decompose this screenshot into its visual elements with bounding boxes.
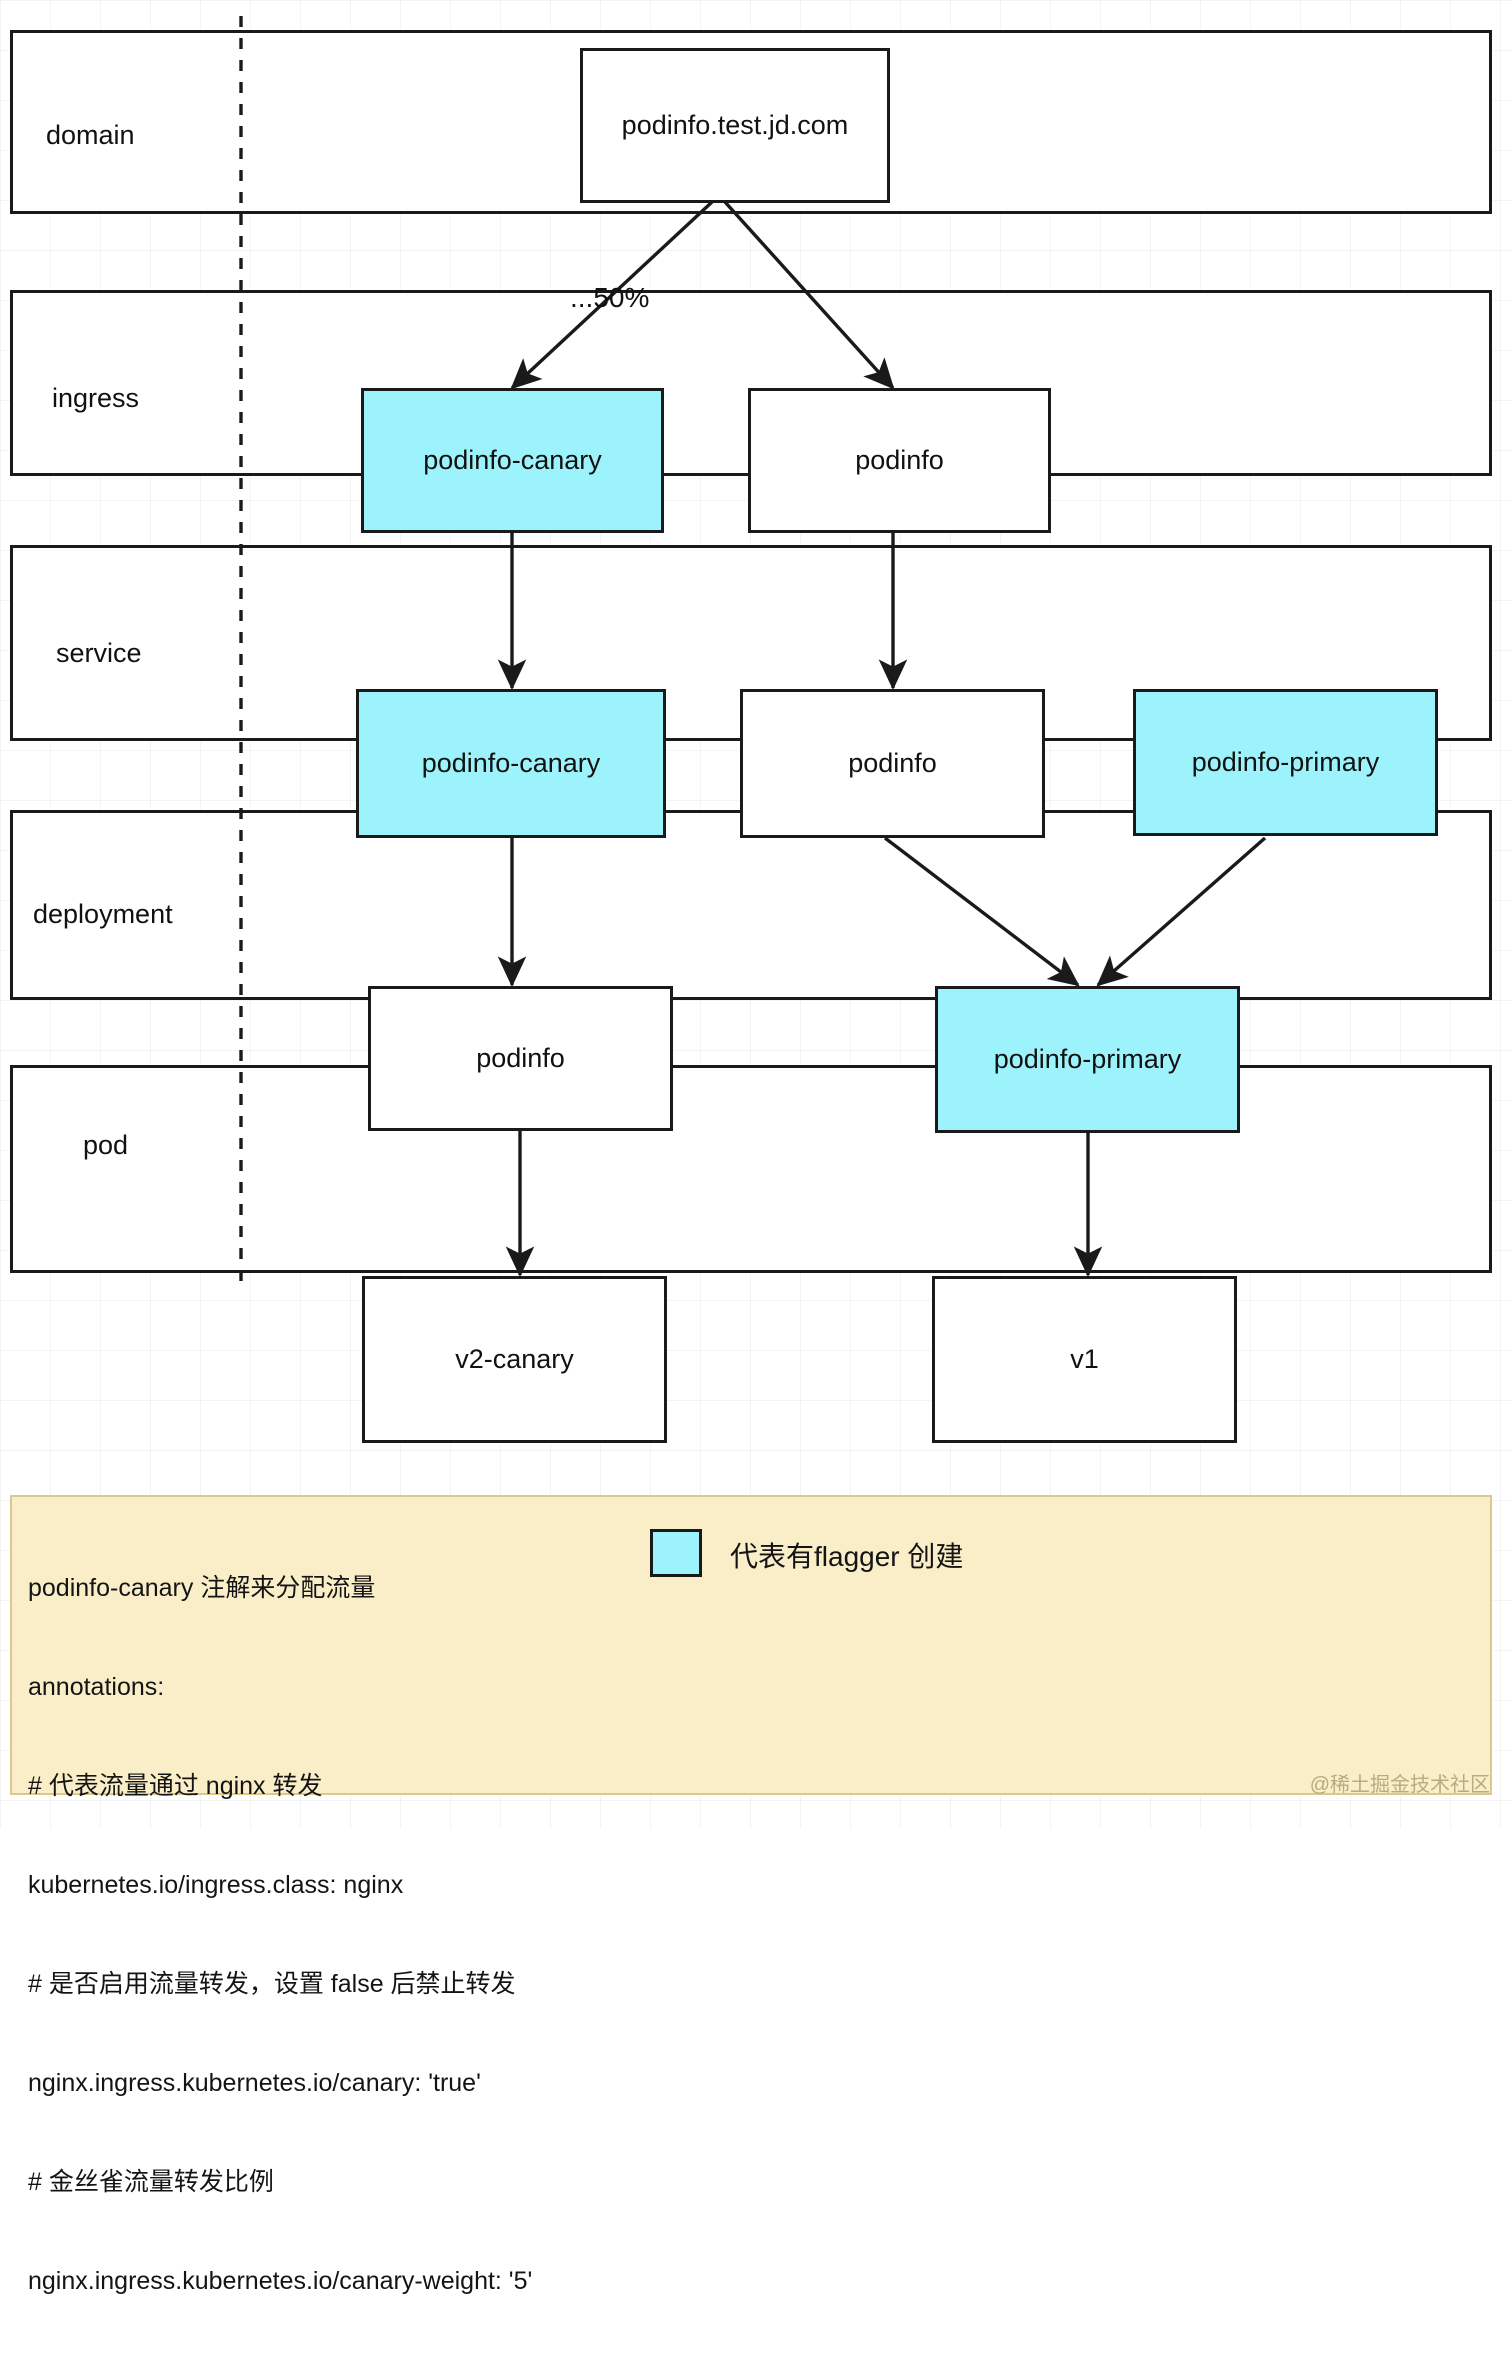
legend-label-flagger-created: 代表有flagger 创建	[730, 1541, 964, 1572]
watermark-text: @稀土掘金技术社区	[1309, 1774, 1490, 1796]
legend-color-swatch-canary	[650, 1529, 702, 1577]
layer-label-service: service	[56, 638, 142, 668]
annotation-line-3: # 代表流量通过 nginx 转发	[28, 1772, 323, 1800]
edge-service-podinfo-to-deployment-primary	[883, 836, 1080, 987]
layer-label-ingress: ingress	[52, 383, 140, 413]
node-pod-v1[interactable]: v1	[932, 1276, 1237, 1443]
layer-label-deployment: deployment	[33, 899, 173, 929]
annotation-line-2: annotations:	[28, 1673, 165, 1701]
node-service-podinfo[interactable]: podinfo	[740, 689, 1045, 838]
layer-label-pod: pod	[83, 1130, 129, 1160]
node-pod-v2-canary[interactable]: v2-canary	[362, 1276, 667, 1443]
diagram-canvas: domain ingress service deployment pod ..…	[0, 0, 1512, 2295]
node-ingress-podinfo[interactable]: podinfo	[748, 388, 1051, 533]
annotation-line-6: nginx.ingress.kubernetes.io/canary: 'tru…	[28, 2069, 481, 2097]
layer-band-pod	[10, 1065, 1492, 1273]
edge-layer	[239, 16, 1267, 1288]
node-service-podinfo-canary[interactable]: podinfo-canary	[356, 689, 666, 838]
edge-domain-to-ingress-podinfo	[723, 200, 895, 390]
annotation-line-4: kubernetes.io/ingress.class: nginx	[28, 1871, 404, 1899]
annotation-line-1: podinfo-canary 注解来分配流量	[28, 1574, 376, 1602]
node-service-podinfo-primary[interactable]: podinfo-primary	[1133, 689, 1438, 836]
edge-domain-to-ingress-canary	[510, 200, 714, 390]
node-deployment-podinfo[interactable]: podinfo	[368, 986, 673, 1131]
edge-service-primary-to-deployment-primary	[1096, 836, 1267, 987]
annotation-line-5: # 是否启用流量转发，设置 false 后禁止转发	[28, 1970, 516, 1998]
layer-band-deployment	[10, 810, 1492, 1000]
node-deployment-podinfo-primary[interactable]: podinfo-primary	[935, 986, 1240, 1133]
annotation-line-8: nginx.ingress.kubernetes.io/canary-weigh…	[28, 2267, 533, 2295]
node-domain-host[interactable]: podinfo.test.jd.com	[580, 48, 890, 203]
layer-label-domain: domain	[46, 120, 135, 150]
annotation-line-7: # 金丝雀流量转发比例	[28, 2168, 274, 2196]
traffic-split-label: ...50%	[570, 282, 650, 313]
node-ingress-podinfo-canary[interactable]: podinfo-canary	[361, 388, 664, 533]
